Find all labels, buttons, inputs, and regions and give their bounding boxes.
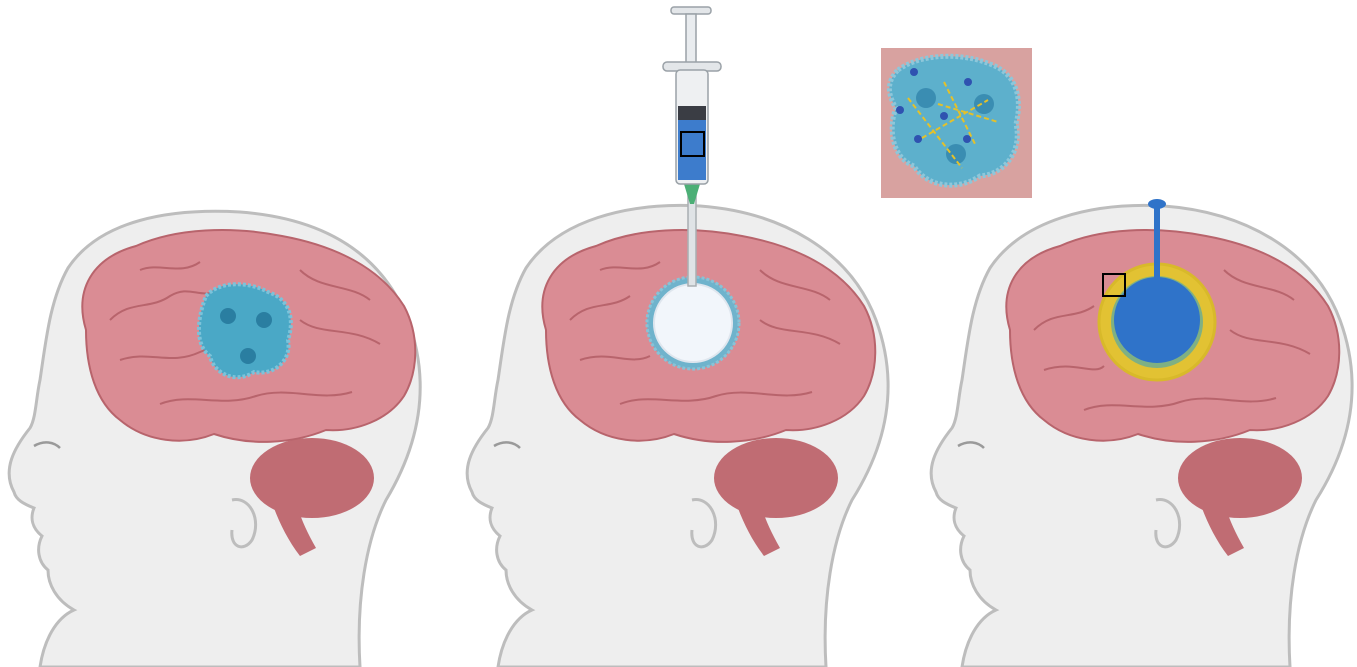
needle-hub: [684, 184, 700, 204]
reservoir-icon: [1114, 277, 1200, 363]
catheter: [1154, 206, 1160, 282]
tumor-cell-inset-icon: [881, 48, 1032, 198]
catheter-port: [1148, 199, 1166, 209]
resection-cavity: [654, 284, 732, 362]
panel-injection: [467, 7, 888, 667]
panel-tumor-brain: [9, 211, 420, 667]
panel-implant: [931, 199, 1352, 667]
syringe-icon: [663, 7, 721, 184]
needle: [688, 194, 696, 286]
tumor-mass: [199, 284, 291, 377]
